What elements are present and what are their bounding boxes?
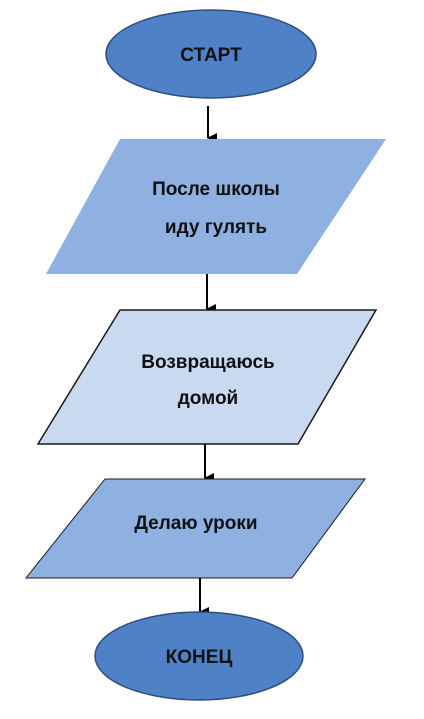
start-ellipse [105,9,317,99]
step-3-parallelogram: Делаю уроки [24,478,366,579]
step-2-parallelogram: Возвращаюсь домой [36,309,378,445]
start-label: СТАРТ [180,45,242,66]
step-3-line-1: Делаю уроки [134,513,257,534]
step-1-line-2: иду гулять [165,217,267,238]
step-2-line-2: домой [178,388,239,409]
step-2-line-1: Возвращаюсь [141,352,274,373]
end-ellipse [94,611,304,701]
end-terminator: КОНЕЦ [94,611,304,701]
step-1-shape [46,139,386,274]
step-2-shape [36,309,378,445]
step-1-parallelogram: После школы иду гулять [46,139,386,274]
start-terminator: СТАРТ [105,9,317,99]
step-3-shape [24,478,366,579]
step-1-line-1: После школы [152,179,280,200]
end-label: КОНЕЦ [166,647,233,668]
